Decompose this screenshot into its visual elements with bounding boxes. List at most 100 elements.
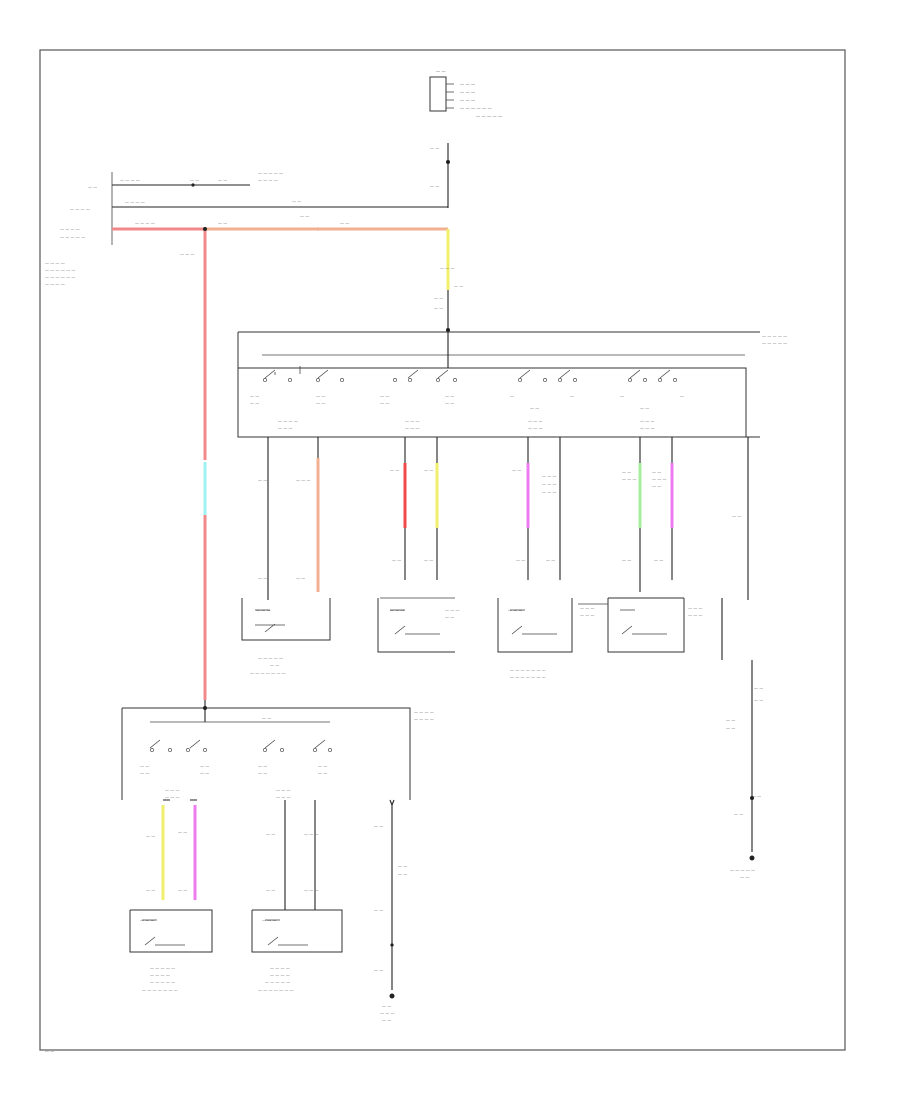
svg-text:— —: — —	[140, 771, 149, 776]
svg-text:— —: — —	[382, 1004, 391, 1009]
svg-text:— —: — —	[296, 576, 305, 581]
svg-text:— — — — — — —: — — — — — — —	[258, 988, 294, 993]
svg-text:— — — —: — — — —	[258, 178, 278, 183]
svg-text:— — — — — — —: — — — — — — —	[510, 675, 546, 680]
svg-text:— — —: — — —	[256, 608, 271, 613]
svg-text:— —: — —	[340, 221, 349, 226]
svg-text:—: —	[570, 394, 574, 399]
svg-text:— —: — —	[45, 1049, 54, 1054]
svg-text:— — — — — — —: — — — — — — —	[250, 671, 286, 676]
svg-text:— —: — —	[430, 184, 439, 189]
svg-text:— — —: — — —	[276, 795, 291, 800]
svg-text:— —: — —	[424, 468, 433, 473]
svg-text:— — — — — —: — — — — — —	[45, 275, 75, 280]
svg-text:— —: — —	[430, 146, 439, 151]
svg-text:— —: — —	[146, 834, 155, 839]
svg-text:— — —: — — —	[508, 608, 523, 613]
svg-text:— —: — —	[190, 178, 199, 183]
svg-text:— — —: — — —	[622, 477, 637, 482]
svg-text:— — —: — — —	[296, 478, 311, 483]
svg-text:— —: — —	[146, 888, 155, 893]
svg-text:— —: — —	[200, 764, 209, 769]
svg-text:— — — — —: — — — — —	[150, 966, 175, 971]
svg-text:— — — — —: — — — — —	[258, 656, 283, 661]
svg-text:— — —: — — —	[405, 426, 420, 431]
svg-text:— — — —: — — — —	[45, 261, 65, 266]
svg-text:— — — —: — — — —	[270, 973, 290, 978]
svg-text:— — — —: — — — —	[70, 207, 90, 212]
svg-text:— —: — —	[434, 306, 443, 311]
svg-text:— — —: — — —	[304, 888, 319, 893]
fuse-box: — — — — — — — — — — — — — — — — — — — — …	[429, 69, 502, 119]
svg-text:— —: — —	[292, 199, 301, 204]
svg-text:— —: — —	[178, 830, 187, 835]
svg-text:— —: — —	[546, 558, 555, 563]
svg-text:— —: — —	[516, 558, 525, 563]
svg-text:— — —: — — —	[542, 490, 557, 495]
passenger-switch-wires: — — — — — — — — — — — — — — — — — — — — — — —…	[146, 799, 407, 990]
svg-text:— —: — —	[374, 908, 383, 913]
svg-text:— — — — — — —: — — — — — — —	[510, 668, 546, 673]
svg-text:— — —: — — —	[390, 608, 405, 613]
svg-text:— —: — —	[726, 718, 735, 723]
svg-text:— —: — —	[436, 69, 446, 74]
svg-text:— —: — —	[752, 794, 761, 799]
svg-text:— — —: — — —	[380, 1011, 395, 1016]
svg-text:— —: — —	[398, 864, 407, 869]
svg-text:— —: — —	[654, 558, 663, 563]
svg-text:— —: — —	[374, 968, 383, 973]
lr-window-motor: — — — — — — —— — — — — — — — —— — — — — …	[251, 909, 343, 993]
svg-text:— —: — —	[200, 771, 209, 776]
left-master-switch: — — — — — — — — — — — — — — — — — —	[237, 331, 787, 438]
ground-icon: — — — — — — —	[380, 993, 395, 1023]
svg-text:— — — —: — — — —	[125, 200, 145, 205]
svg-text:— —: — —	[398, 872, 407, 877]
svg-text:— —: — —	[270, 663, 279, 668]
svg-text:— —: — —	[754, 698, 763, 703]
switch-contact-icon	[393, 369, 457, 382]
svg-text:— —: — —	[445, 394, 454, 399]
svg-text:— — —: — — —	[640, 419, 655, 424]
rear-right-motor-b: — — —— — — — — —— — —	[578, 597, 703, 653]
svg-text:— — —: — — —	[445, 608, 460, 613]
diagram-frame	[39, 49, 846, 1051]
svg-text:— —: — —	[454, 284, 463, 289]
svg-text:— —: — —	[250, 394, 259, 399]
svg-text:— —: — —	[258, 771, 267, 776]
svg-text:— — —: — — —	[304, 832, 319, 837]
svg-text:— — — — —: — — — — —	[150, 980, 175, 985]
svg-text:— —: — —	[754, 686, 763, 691]
svg-text:— —: — —	[424, 558, 433, 563]
svg-text:— — —: — — —	[165, 795, 180, 800]
svg-text:— —: — —	[732, 514, 741, 519]
svg-text:— —: — —	[258, 576, 267, 581]
svg-text:— — —: — — —	[460, 82, 475, 87]
switch-contact-icon	[628, 369, 677, 382]
svg-text:— —: — —	[380, 401, 389, 406]
svg-text:— — — — — —: — — — — — —	[460, 106, 492, 111]
svg-text:— — — — —: — — — — —	[762, 341, 787, 346]
svg-text:— —: — —	[622, 470, 631, 475]
page-tag: — —	[45, 1049, 54, 1054]
svg-text:— —: — —	[88, 185, 97, 190]
svg-text:— — — —: — — — —	[414, 717, 434, 722]
svg-text:— —: — —	[374, 824, 383, 829]
svg-text:— —: — —	[622, 558, 631, 563]
svg-text:— —: — —	[734, 812, 743, 817]
svg-text:— —: — —	[318, 771, 327, 776]
svg-text:— —: — —	[262, 716, 271, 721]
svg-text:— — — —: — — — —	[270, 966, 290, 971]
svg-text:— — —: — — —	[652, 477, 667, 482]
svg-text:— —: — —	[140, 764, 149, 769]
svg-text:— — —: — — —	[276, 788, 291, 793]
rr-window-motor: — — — — — — — —— — — — — — — — —— — — — …	[129, 909, 213, 993]
svg-text:— — — — —: — — — — —	[730, 868, 755, 873]
rear-right-motor-a: — — — — — — — — — — — — — — — — —	[497, 598, 573, 680]
svg-text:— —: — —	[382, 1018, 391, 1023]
svg-text:— —: — —	[218, 178, 227, 183]
svg-text:— — — —: — — — —	[45, 282, 65, 287]
svg-text:— — — — —: — — — — —	[265, 980, 290, 985]
svg-text:— — —: — — —	[528, 426, 543, 431]
svg-text:— — — — —: — — — — —	[60, 235, 85, 240]
